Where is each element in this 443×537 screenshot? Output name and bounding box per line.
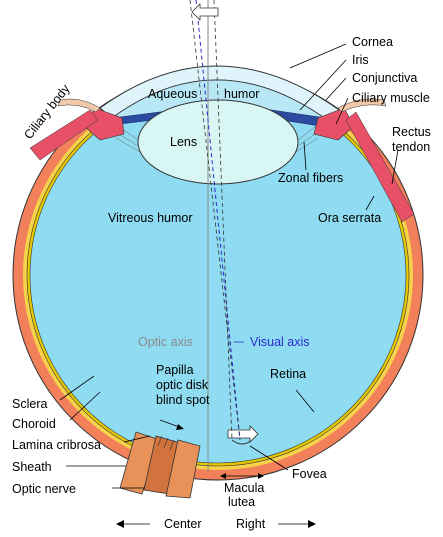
anterior-segment	[29, 65, 415, 223]
label-tendon: tendon	[392, 140, 430, 154]
label-choroid: Choroid	[12, 417, 56, 431]
label-right: Right	[236, 517, 266, 531]
center-arrowhead	[116, 520, 124, 528]
macula-region	[227, 425, 259, 445]
light-ray-1	[189, 0, 241, 441]
fovea-arrow	[227, 425, 259, 443]
optic-nerve-sheath-right	[165, 439, 201, 499]
optic-nerve-sheath	[119, 431, 161, 495]
rectus-tendon-left	[29, 109, 99, 161]
label-vitreous: Vitreous humor	[108, 211, 193, 225]
leader-retina	[295, 389, 315, 413]
axes	[189, 0, 241, 472]
leader-fovea	[249, 445, 289, 471]
leader-cornea	[289, 43, 347, 69]
direction-arrows	[116, 424, 316, 528]
light-ray-2	[213, 0, 233, 441]
label-iris: Iris	[352, 53, 369, 67]
lens	[137, 99, 299, 185]
leader-lamina	[123, 435, 151, 443]
label-aqueous: Aqueous	[148, 87, 197, 101]
label-blind-spot: blind spot	[156, 393, 210, 407]
leader-sclera	[59, 375, 95, 401]
label-optic-axis: Optic axis	[138, 335, 193, 349]
label-lamina-cribrosa: Lamina cribrosa	[12, 438, 101, 452]
blind-spot-arrowhead	[176, 424, 184, 430]
eyeball	[12, 69, 424, 481]
macula-left-arrowhead	[220, 473, 226, 479]
optic-nerve-group	[119, 431, 201, 499]
label-lens: Lens	[170, 135, 197, 149]
right-arrowhead	[308, 520, 316, 528]
label-zonal-fibers: Zonal fibers	[278, 171, 343, 185]
macula-right-arrowhead	[258, 473, 264, 479]
leader-choroid	[69, 391, 101, 421]
label-lutea: lutea	[228, 495, 255, 509]
leader-conjunctiva	[325, 77, 347, 101]
label-center: Center	[164, 517, 202, 531]
label-papilla: Papilla	[156, 363, 194, 377]
rectus-tendon-right	[345, 111, 415, 223]
leader-rectus	[391, 149, 399, 185]
label-visual-axis: Visual axis	[250, 335, 310, 349]
incoming-light-arrow	[191, 3, 219, 21]
label-fovea: Fovea	[292, 467, 327, 481]
leader-iris	[299, 59, 347, 111]
label-optic-disk: optic disk	[156, 378, 209, 392]
leader-ciliary-muscle	[335, 97, 349, 125]
label-humor: humor	[224, 87, 259, 101]
lamina-cribrosa	[157, 435, 175, 451]
label-macula: Macula	[224, 481, 264, 495]
label-sheath: Sheath	[12, 460, 52, 474]
leader-ora	[365, 195, 375, 211]
label-optic-nerve: Optic nerve	[12, 482, 76, 496]
leader-zonal	[303, 141, 307, 171]
conjunctiva-left	[57, 98, 101, 113]
label-retina: Retina	[270, 367, 306, 381]
visual-axis-line	[195, 0, 241, 441]
conjunctiva-right	[337, 98, 387, 113]
label-ora-serrata: Ora serrata	[318, 211, 381, 225]
label-cornea: Cornea	[352, 35, 393, 49]
label-ciliary-muscle: Ciliary muscle	[352, 91, 430, 105]
label-conjunctiva: Conjunctiva	[352, 71, 417, 85]
label-sclera: Sclera	[12, 397, 47, 411]
label-rectus: Rectus	[392, 125, 431, 139]
